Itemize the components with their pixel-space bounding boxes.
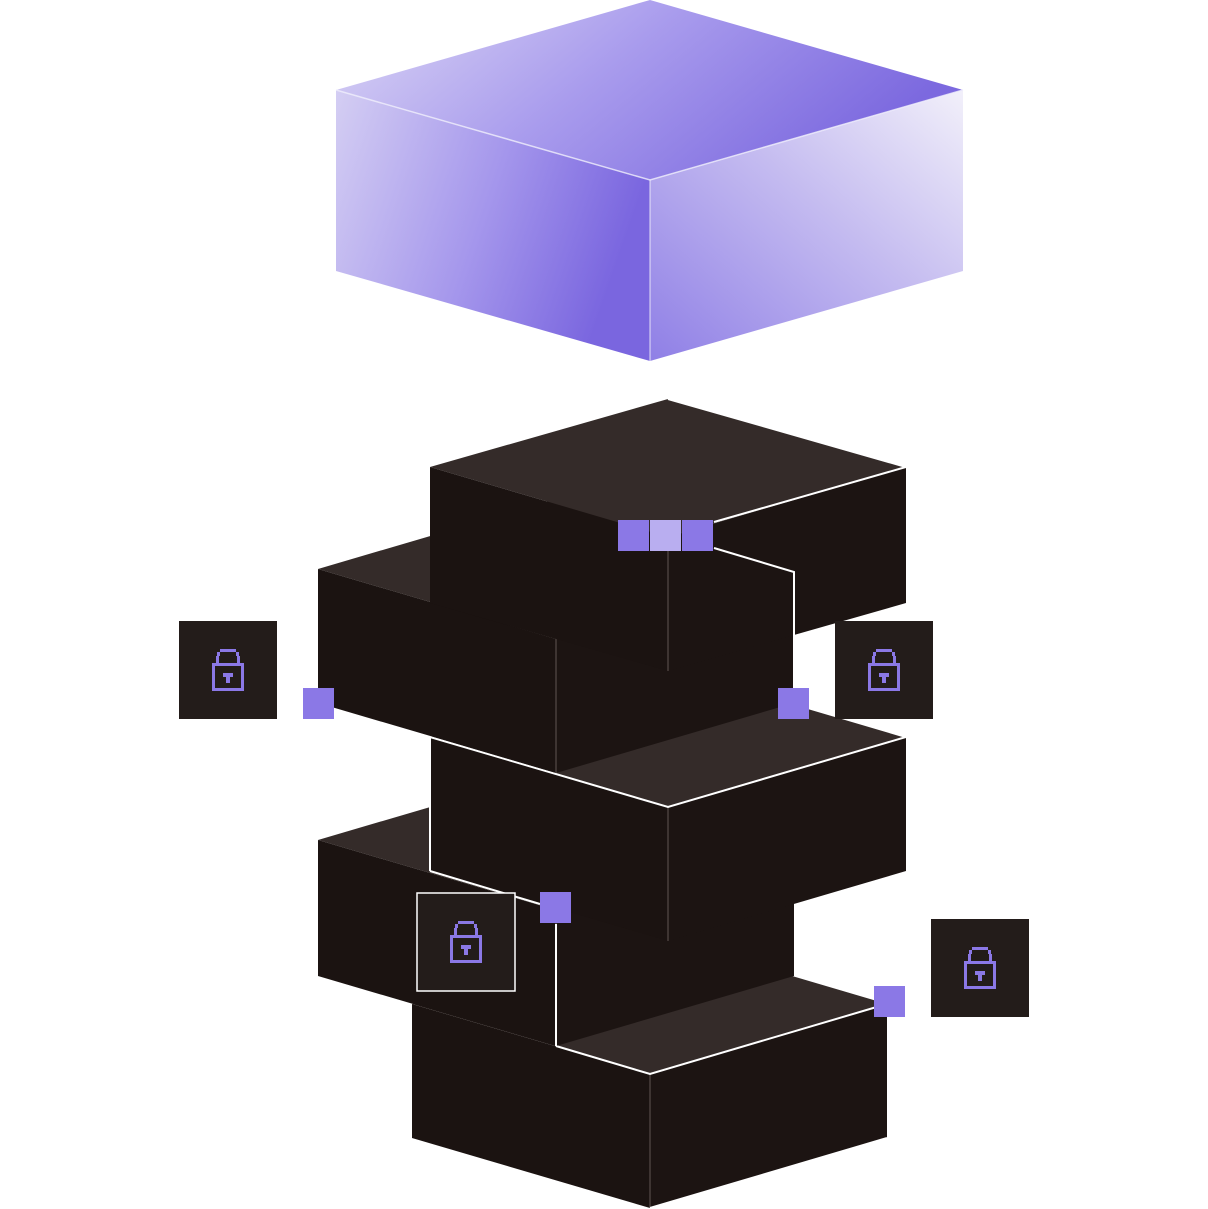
connector-nodes	[303, 520, 905, 1017]
node-middle	[540, 892, 571, 923]
lock-box-bottom-right	[931, 919, 1029, 1017]
lock-icon	[868, 649, 900, 691]
node-right	[778, 688, 809, 719]
node-top-center	[650, 520, 681, 551]
node-left	[303, 688, 334, 719]
lock-box-left	[179, 621, 277, 719]
node-top-right	[682, 520, 713, 551]
lock-icon	[964, 947, 996, 989]
node-top-left	[618, 520, 649, 551]
floating-cube	[335, 0, 964, 361]
lock-icon	[212, 649, 244, 691]
lock-icon	[450, 921, 482, 963]
connector-lines	[429, 547, 795, 1046]
lock-box-right	[835, 621, 933, 719]
node-bottom-right	[874, 986, 905, 1017]
lock-box-center	[416, 892, 516, 992]
